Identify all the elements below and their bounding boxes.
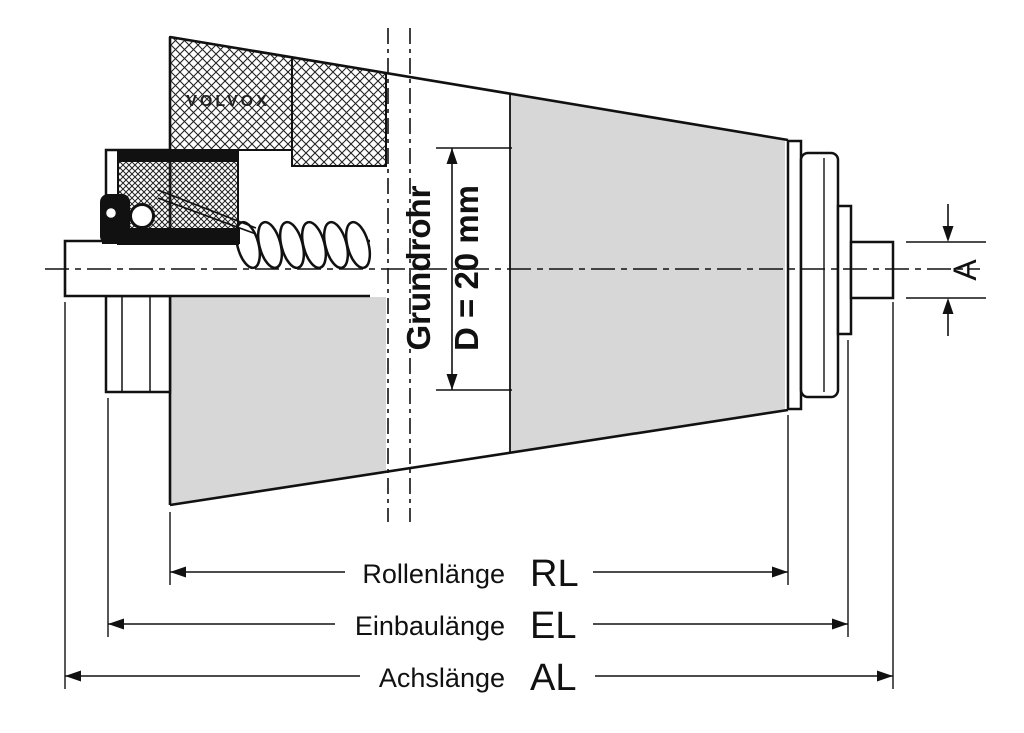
bearing-ball [129,203,155,229]
left-cap-lower [104,294,172,394]
axle-right [849,240,895,300]
right-cap-body [799,151,840,399]
roller-shading [170,94,785,505]
axle-diameter-label: A [947,259,983,281]
rl-abbr: RL [530,553,579,595]
grundrohr-label: Grundrohr [400,185,437,350]
roller-shade-right [510,94,785,453]
rl-word: Rollenlänge [362,559,505,589]
arrow-up-icon [446,148,458,164]
grundrohr-value: D = 20 mm [448,185,485,351]
arrow-left-icon [170,566,186,578]
dimension-al: Achslänge AL [64,302,894,699]
arrow-right-icon [772,566,788,578]
spring-turn [344,220,372,270]
break-lines [387,28,411,522]
shell-section-right [291,56,387,167]
el-label-backing [335,603,593,645]
seal-top-strip [118,152,238,162]
grundrohr-dimension: Grundrohr D = 20 mm [400,147,512,391]
arrow-right-icon [832,618,848,630]
rl-label-backing [345,551,593,593]
al-abbr: AL [530,657,576,699]
el-abbr: EL [530,605,576,647]
cone-shell-section [169,35,387,167]
end-cap-right [786,139,895,411]
arrow-down-icon [942,226,954,242]
brand-embossing: VOLVOX [186,93,270,110]
retainer-line-1 [157,189,257,229]
right-flange [786,139,803,411]
arrow-left-icon [65,670,81,682]
al-label-backing [360,655,595,697]
el-word: Einbaulänge [355,611,505,641]
arrow-up-icon [942,298,954,314]
dimension-rl: Rollenlänge RL [169,415,789,595]
arrow-down-icon [446,374,458,390]
right-cap-hub [836,204,853,336]
spring-coil [234,220,372,270]
arrow-right-icon [877,670,893,682]
cone-bottom-edge [169,408,789,507]
al-word: Achslänge [379,663,505,693]
arrow-left-icon [108,618,124,630]
seal-ring [103,205,119,221]
dimension-el: Einbaulänge EL [107,340,849,647]
roller-shade-left [170,297,386,505]
seal-lip-band [102,228,240,244]
axle-diameter-dimension: A [906,204,986,336]
bearing-seal-assembly [100,151,257,245]
retainer-line-2 [157,197,257,235]
